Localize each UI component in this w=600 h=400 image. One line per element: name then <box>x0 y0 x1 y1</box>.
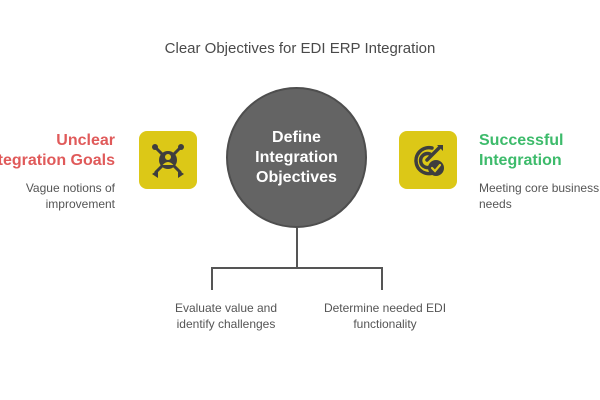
center-objective-node: Define Integration Objectives <box>226 87 367 228</box>
right-description: Meeting core business needs <box>479 180 599 212</box>
right-desc-line: needs <box>479 197 512 211</box>
right-title-line: Integration <box>479 152 562 169</box>
left-icon-box <box>139 131 197 189</box>
branch-line: Evaluate value and <box>174 301 278 315</box>
center-line: Objectives <box>256 168 337 186</box>
center-line: Integration <box>255 148 338 166</box>
right-title: Successful Integration <box>479 131 563 171</box>
left-desc-line: improvement <box>45 197 115 211</box>
branch-determine: Determine needed EDI functionality <box>305 300 465 332</box>
branch-line: identify challenges <box>176 317 276 331</box>
diagram-title: Clear Objectives for EDI ERP Integration <box>164 40 436 57</box>
left-title-line: Unclear <box>56 132 115 149</box>
right-icon-box <box>399 131 457 189</box>
right-desc-line: Meeting core business <box>479 181 600 195</box>
left-description: Vague notions of improvement <box>26 180 115 212</box>
left-desc-line: Vague notions of <box>25 181 115 195</box>
right-title-line: Successful <box>479 132 564 149</box>
left-title: Unclear Integration Goals <box>0 131 115 171</box>
target-check-icon <box>414 145 444 176</box>
center-line: Define <box>272 128 321 146</box>
branch-evaluate: Evaluate value and identify challenges <box>146 300 306 332</box>
left-title-line: Integration Goals <box>0 152 115 169</box>
branch-line: Determine needed EDI <box>323 301 447 315</box>
network-person-icon <box>152 144 184 178</box>
branch-line: functionality <box>353 317 417 331</box>
